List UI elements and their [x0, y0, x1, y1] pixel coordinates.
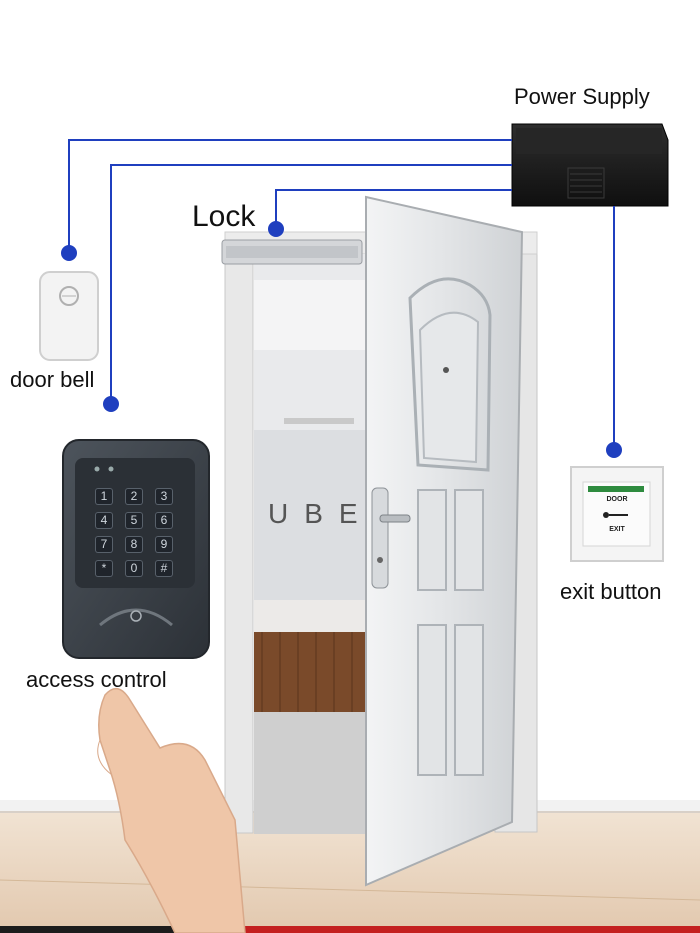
lock-terminal — [268, 221, 284, 237]
key-6: 6 — [155, 512, 173, 529]
key-8: 8 — [125, 536, 143, 553]
key-7: 7 — [95, 536, 113, 553]
access-control-label: access control — [26, 667, 167, 692]
lock-label: Lock — [192, 200, 256, 233]
door — [365, 195, 524, 887]
exit-button-terminal — [606, 442, 622, 458]
access-control-terminal — [103, 396, 119, 412]
power-supply-box — [511, 123, 669, 207]
exit-plate-exit-text: EXIT — [609, 526, 625, 533]
key-4: 4 — [95, 512, 113, 529]
power-supply-label: Power Supply — [514, 84, 650, 109]
key-9: 9 — [155, 536, 173, 553]
wire-lock — [275, 189, 512, 228]
key-1: 1 — [95, 488, 113, 505]
key-5: 5 — [125, 512, 143, 529]
wire-access-control — [110, 164, 512, 404]
wires — [68, 139, 615, 448]
key-star: * — [95, 560, 113, 577]
exit-button-plate — [570, 466, 664, 562]
background-sign: UBE — [268, 498, 374, 529]
wire-door-bell — [68, 139, 512, 252]
magnetic-lock — [221, 239, 363, 265]
door-bell-terminal — [61, 245, 77, 261]
key-hash: # — [155, 560, 173, 577]
key-0: 0 — [125, 560, 143, 577]
exit-plate-door-text: DOOR — [606, 496, 628, 503]
exit-button-label: exit button — [560, 579, 662, 604]
key-3: 3 — [155, 488, 173, 505]
door-bell-label: door bell — [10, 367, 95, 392]
key-2: 2 — [125, 488, 143, 505]
hand-illustration — [97, 687, 246, 933]
wire-terminals — [61, 221, 622, 458]
door-bell-device — [39, 271, 99, 361]
keypad-keys: 1 2 3 4 5 6 7 8 9 * 0 # — [66, 443, 206, 658]
